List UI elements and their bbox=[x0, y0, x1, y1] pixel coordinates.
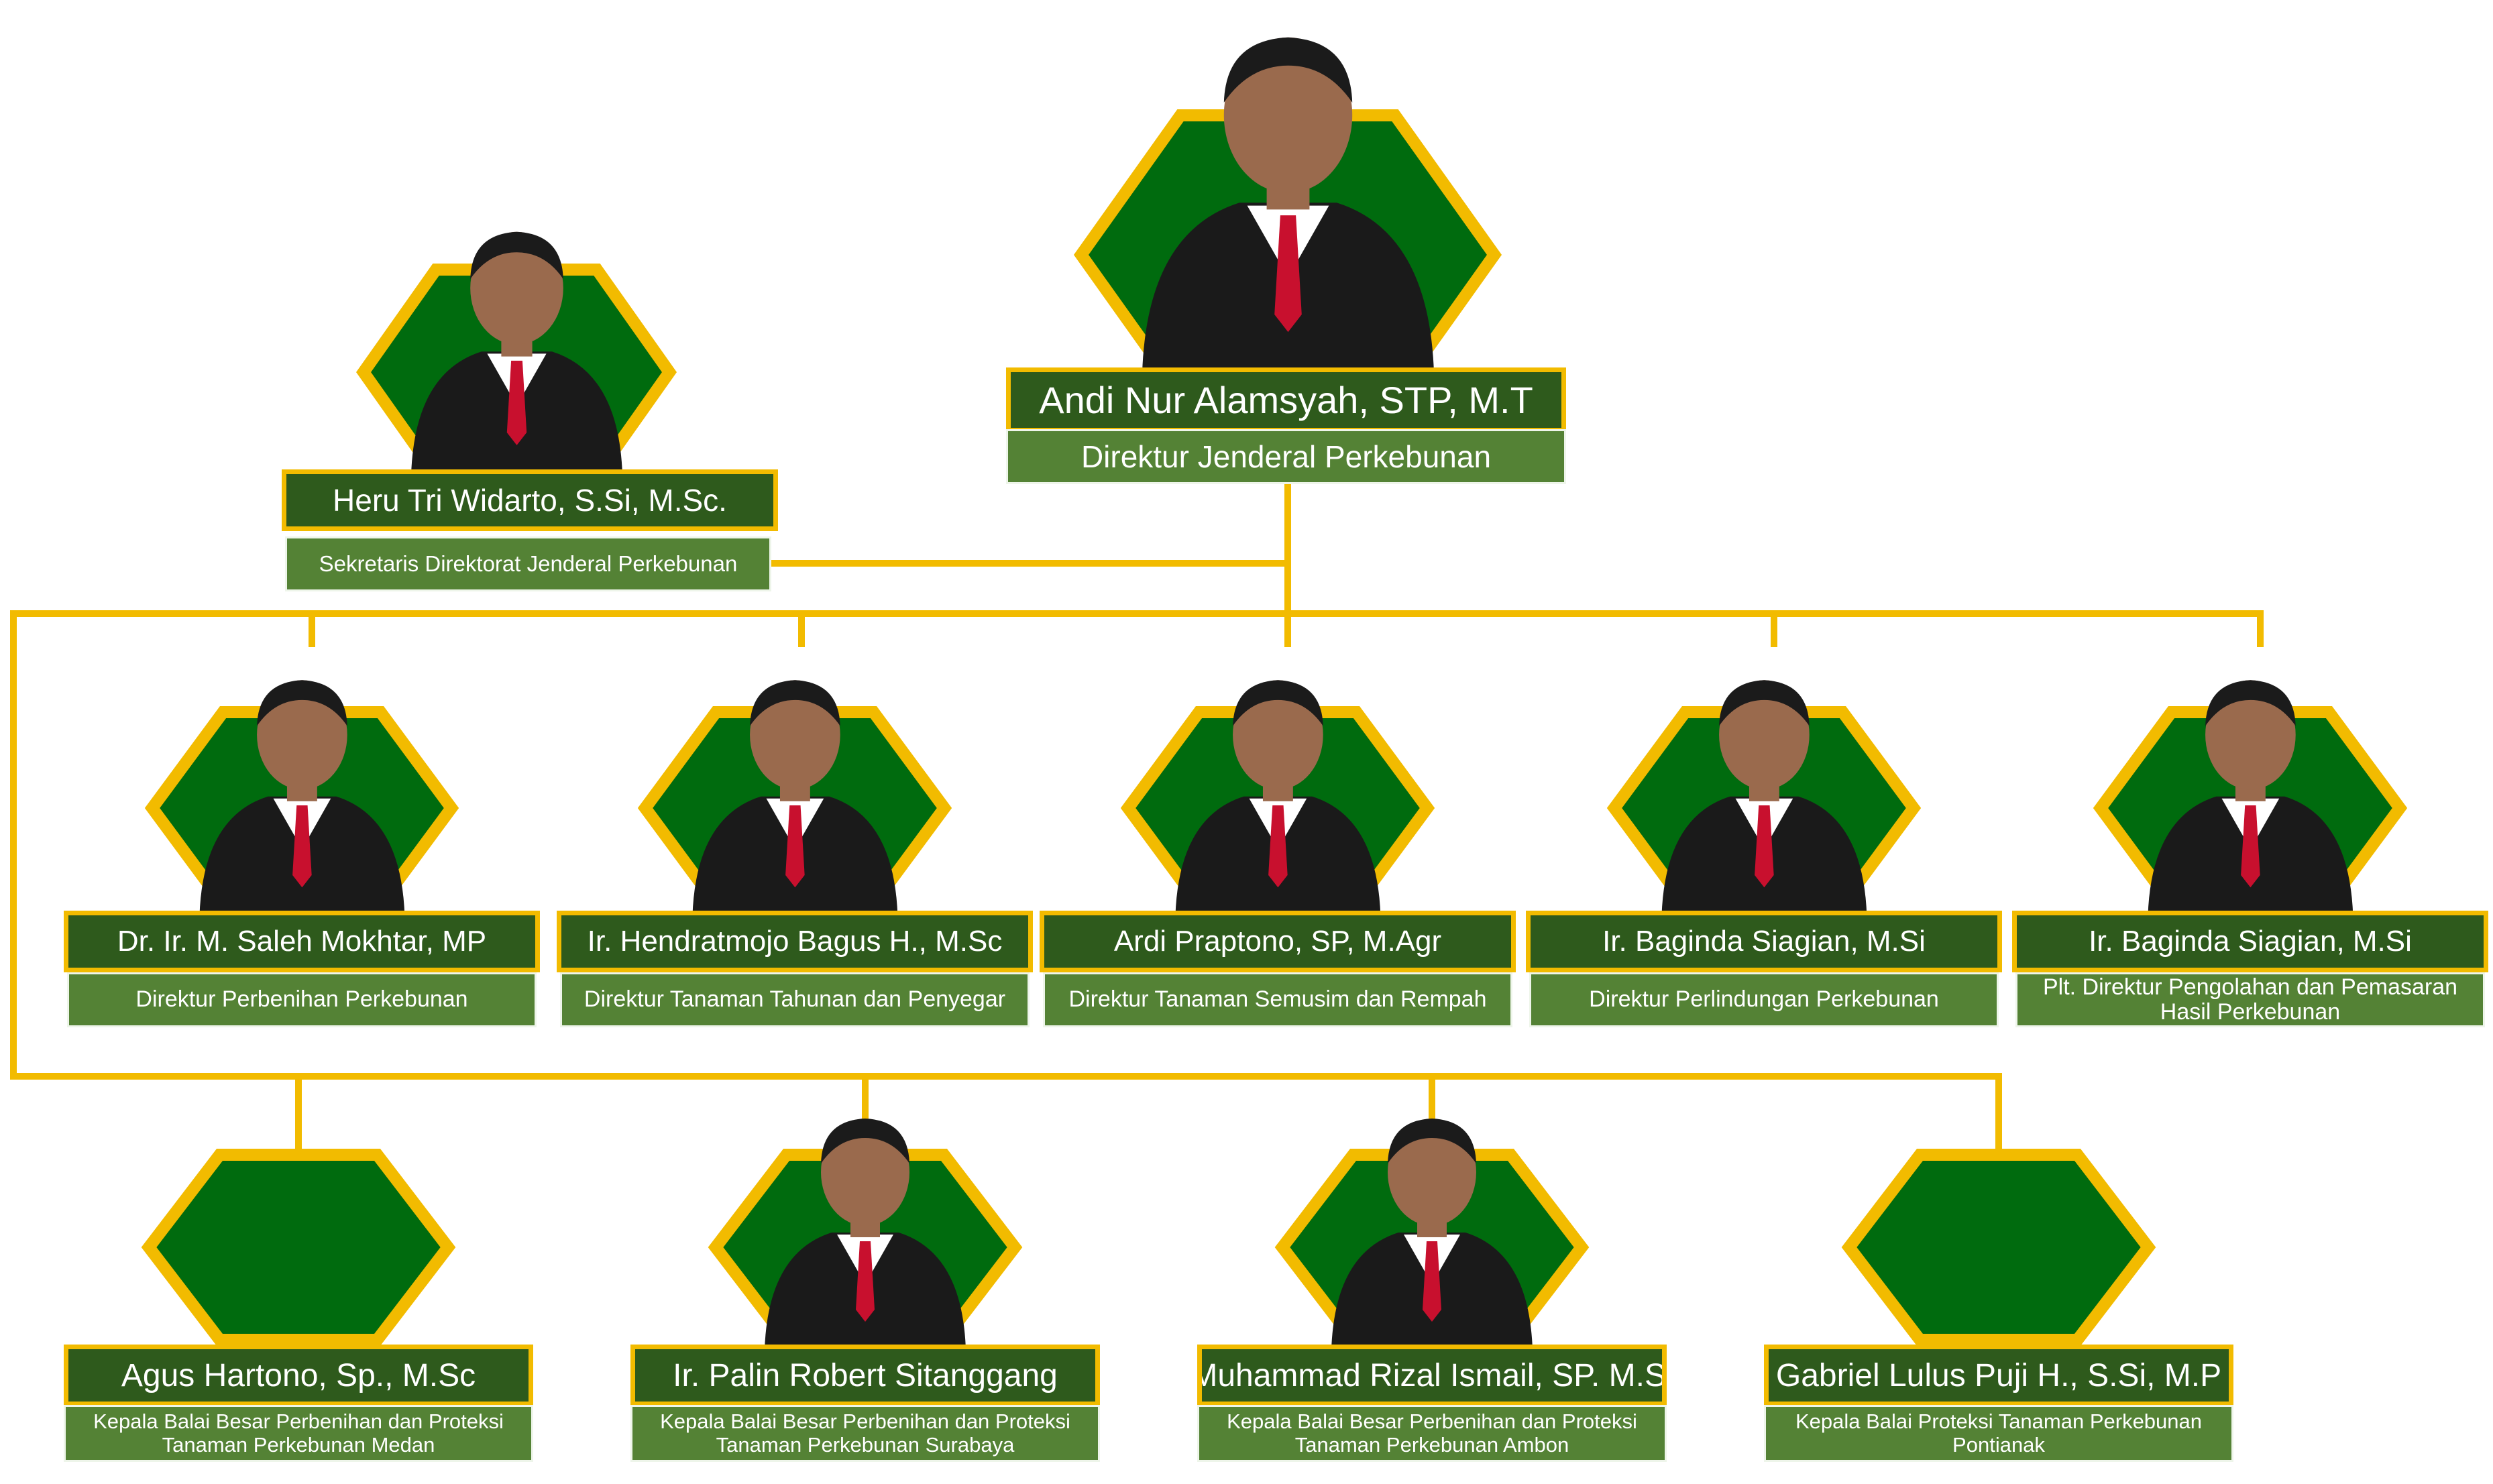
role-label: Kepala Balai Besar Perbenihan dan Protek… bbox=[64, 1405, 533, 1462]
person-photo-icon bbox=[765, 1119, 966, 1350]
name-label: Ir. Baginda Siagian, M.Si bbox=[2012, 911, 2488, 972]
hexagon-frame bbox=[1841, 1149, 2156, 1346]
person-photo-icon bbox=[2147, 680, 2353, 916]
role-label: Sekretaris Direktorat Jenderal Perkebuna… bbox=[285, 536, 771, 591]
name-label: Agus Hartono, Sp., M.Sc bbox=[64, 1345, 533, 1406]
name-label: Muhammad Rizal Ismail, SP. M.Si bbox=[1197, 1345, 1667, 1406]
name-label: Ardi Praptono, SP, M.Agr bbox=[1040, 911, 1516, 972]
role-label: Plt. Direktur Pengolahan dan Pemasaran H… bbox=[2015, 972, 2485, 1027]
name-label: Ir. Palin Robert Sitanggang bbox=[630, 1345, 1100, 1406]
person-photo-icon bbox=[410, 231, 622, 475]
role-label: Direktur Tanaman Semusim dan Rempah bbox=[1043, 972, 1512, 1027]
person-photo-icon bbox=[199, 680, 404, 916]
role-label: Kepala Balai Besar Perbenihan dan Protek… bbox=[1197, 1405, 1667, 1462]
person-photo-icon bbox=[691, 680, 897, 916]
name-label: Gabriel Lulus Puji H., S.Si, M.P bbox=[1764, 1345, 2233, 1406]
role-label: Direktur Perlindungan Perkebunan bbox=[1529, 972, 1999, 1027]
role-label: Kepala Balai Proteksi Tanaman Perkebunan… bbox=[1764, 1405, 2233, 1462]
name-label: Dr. Ir. M. Saleh Mokhtar, MP bbox=[64, 911, 540, 972]
role-label: Kepala Balai Besar Perbenihan dan Protek… bbox=[630, 1405, 1100, 1462]
role-label: Direktur Perbenihan Perkebunan bbox=[67, 972, 537, 1027]
role-label: Direktur Tanaman Tahunan dan Penyegar bbox=[560, 972, 1030, 1027]
name-label: Andi Nur Alamsyah, STP, M.T bbox=[1006, 367, 1566, 433]
name-label: Ir. Hendratmojo Bagus H., M.Sc bbox=[557, 911, 1033, 972]
role-label: Direktur Jenderal Perkebunan bbox=[1006, 429, 1566, 484]
name-label: Heru Tri Widarto, S.Si, M.Sc. bbox=[282, 469, 778, 531]
person-photo-icon bbox=[1331, 1119, 1533, 1350]
person-photo-icon bbox=[1174, 680, 1380, 916]
person-photo-icon bbox=[1142, 37, 1434, 373]
name-label: Ir. Baginda Siagian, M.Si bbox=[1526, 911, 2002, 972]
person-photo-icon bbox=[1661, 680, 1867, 916]
hexagon-frame bbox=[141, 1149, 456, 1346]
